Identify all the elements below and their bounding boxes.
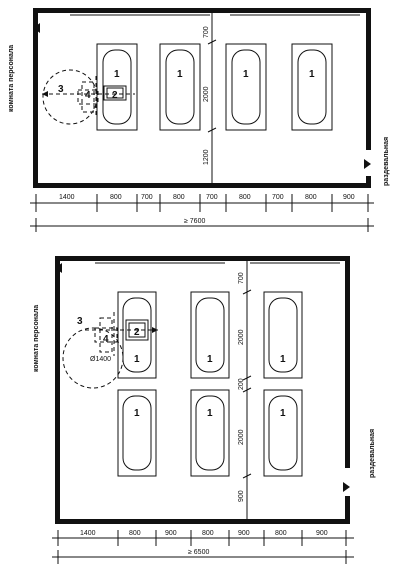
top-vdim: 1200 <box>203 149 210 165</box>
bottom-vdim: 700 <box>238 272 245 284</box>
top-hdim: 700 <box>141 194 153 201</box>
top-bathtub <box>96 43 138 131</box>
top-vertical-dimension <box>207 13 217 183</box>
top-hdim: 800 <box>239 194 251 201</box>
bottom-room-changing: раздевальная <box>369 429 376 478</box>
bottom-wall-right-upper <box>345 256 350 468</box>
top-plan: 1 1 1 1 2 4 3 700 2000 1200 комната перс… <box>8 8 390 232</box>
top-chair-4 <box>77 81 99 113</box>
bottom-hdim: 800 <box>129 530 141 537</box>
bottom-door-arrow-right <box>343 482 350 492</box>
top-wall-bottom <box>33 183 371 188</box>
top-hdim: 1400 <box>59 194 75 201</box>
bottom-bath-label: 1 <box>207 354 213 365</box>
top-wall-right-lower <box>366 176 371 188</box>
top-wall-top <box>33 8 371 13</box>
top-bathtub <box>159 43 201 131</box>
top-hdim: 800 <box>173 194 185 201</box>
bottom-hdim: 1400 <box>80 530 96 537</box>
bottom-bathtub <box>190 389 230 477</box>
bottom-chair-4 <box>94 317 118 353</box>
bottom-item-3-label: 3 <box>77 316 83 327</box>
bottom-vdim: 900 <box>238 490 245 502</box>
bottom-item-4-label: 4 <box>103 334 109 345</box>
bottom-plan: 1 1 1 1 1 1 2 4 3 Ø1400 700 2000 200 <box>33 256 376 564</box>
top-item-2-label: 2 <box>112 90 118 101</box>
top-hdim: 800 <box>305 194 317 201</box>
bottom-hdim: 900 <box>165 530 177 537</box>
top-wall-left <box>33 8 38 188</box>
bottom-vdim: 200 <box>238 378 245 390</box>
bottom-clearance-circle <box>62 327 124 389</box>
top-room-changing: раздевальная <box>383 137 390 186</box>
bottom-hdim: 900 <box>316 530 328 537</box>
bottom-hdim: 900 <box>238 530 250 537</box>
bottom-wall-left <box>55 256 60 524</box>
top-vdim: 2000 <box>203 86 210 102</box>
top-bath-label: 1 <box>177 69 183 80</box>
top-bath-label: 1 <box>309 69 315 80</box>
top-door-arrow-left <box>33 23 40 33</box>
bottom-door-arrow-left <box>55 263 62 273</box>
top-dimension-chain <box>30 194 374 232</box>
bottom-bath-label: 1 <box>280 354 286 365</box>
top-hdim: 700 <box>272 194 284 201</box>
bottom-hdim: 800 <box>275 530 287 537</box>
top-bath-label: 1 <box>243 69 249 80</box>
top-room-staff: комната персонала <box>8 45 15 112</box>
top-hdim: 700 <box>206 194 218 201</box>
bottom-hdim: 800 <box>202 530 214 537</box>
top-wall-right-upper <box>366 8 371 150</box>
top-vdim: 700 <box>203 26 210 38</box>
bottom-wall-top <box>55 256 350 261</box>
bottom-dimension-chain <box>52 530 354 564</box>
top-item-3-label: 3 <box>58 84 64 95</box>
top-item-4-label: 4 <box>85 90 91 101</box>
bottom-bathtub <box>190 291 230 379</box>
top-bathtub <box>291 43 333 131</box>
top-clearance-circle <box>42 69 98 125</box>
bottom-vertical-dimension <box>242 261 252 519</box>
bottom-bathtub <box>263 389 303 477</box>
bottom-room-staff: комната персонала <box>33 305 40 372</box>
bottom-bath-label: 1 <box>280 408 286 419</box>
top-hdim: 900 <box>343 194 355 201</box>
top-bath-label: 1 <box>114 69 120 80</box>
bottom-vdim: 2000 <box>238 429 245 445</box>
top-hdim: 800 <box>110 194 122 201</box>
top-equipment-2 <box>103 85 127 101</box>
bottom-overall-dim: ≥ 6500 <box>188 549 209 556</box>
bottom-bathtub <box>263 291 303 379</box>
top-door-arrow-right <box>364 159 371 169</box>
bottom-bath-label: 1 <box>207 408 213 419</box>
top-bathtub <box>225 43 267 131</box>
bottom-diameter-label: Ø1400 <box>90 356 111 363</box>
bottom-bathtub <box>117 389 157 477</box>
bottom-wall-right-lower <box>345 496 350 524</box>
bottom-vdim: 2000 <box>238 329 245 345</box>
top-overall-dim: ≥ 7600 <box>184 218 205 225</box>
bottom-bath-label: 1 <box>134 408 140 419</box>
bottom-wall-bottom <box>55 519 350 524</box>
bottom-bathtub <box>117 291 157 379</box>
bottom-item-2-label: 2 <box>134 327 140 338</box>
bottom-bath-label: 1 <box>134 354 140 365</box>
